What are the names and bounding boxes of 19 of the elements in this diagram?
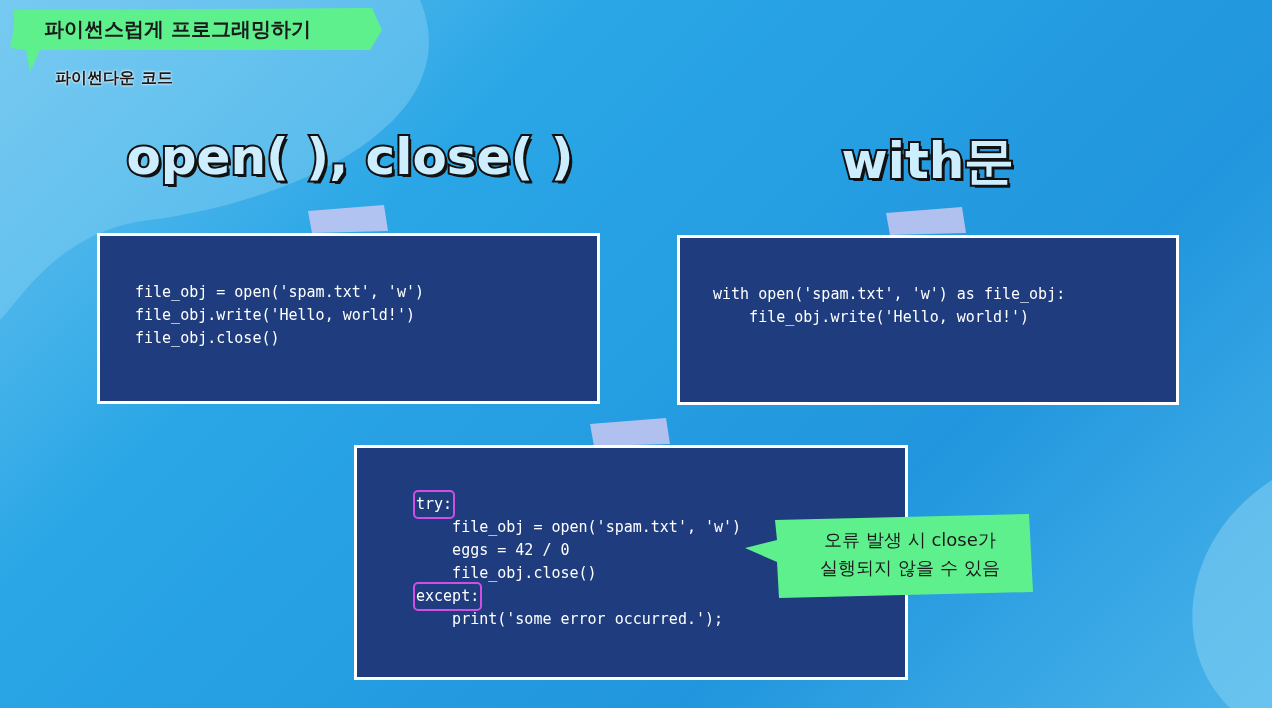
title: 파이썬스럽게 프로그래밍하기	[44, 16, 311, 43]
code-line: with open('spam.txt', 'w') as file_obj:	[713, 284, 1066, 305]
speech-bubble-tooltip	[745, 514, 1033, 598]
code-line: file_obj = open('spam.txt', 'w')	[451, 517, 742, 538]
code-panel	[677, 235, 1179, 405]
code-line: eggs = 42 / 0	[451, 540, 570, 561]
heading: open( ), close( )	[126, 128, 574, 186]
code-line: print('some error occurred.');	[451, 609, 724, 630]
code-line: file_obj.write('Hello, world!')	[135, 305, 415, 326]
code-line: except:	[416, 585, 480, 608]
code-line: try:	[416, 493, 453, 516]
subtitle: 파이썬다운 코드	[55, 68, 173, 89]
code-line: file_obj = open('spam.txt', 'w')	[135, 282, 424, 303]
callout-text: 오류 발생 시 close가 실행되지 않을 수 있음	[819, 528, 1001, 580]
code-panel	[97, 233, 600, 404]
heading: with문	[841, 131, 1015, 192]
code-line: file_obj.write('Hello, world!')	[748, 307, 1030, 328]
code-line: file_obj.close()	[135, 328, 280, 349]
code-line: file_obj.close()	[451, 563, 597, 584]
